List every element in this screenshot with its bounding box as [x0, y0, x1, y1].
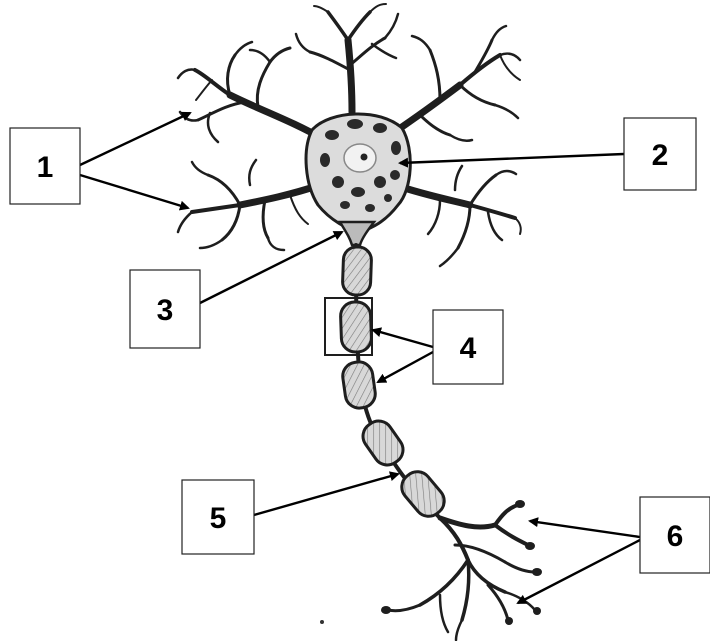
label-3: 3 [157, 294, 174, 327]
label-2: 2 [652, 139, 669, 172]
myelin-segment [340, 301, 372, 352]
myelin-segment [358, 416, 409, 471]
cell-body [306, 114, 410, 232]
arrow-2 [400, 154, 624, 163]
arrow-4a [373, 330, 433, 347]
label-6: 6 [667, 520, 684, 553]
myelin-segment [341, 360, 377, 410]
arrow-1a [80, 113, 190, 165]
nucleolus [361, 154, 368, 161]
label-box-2: 2 [624, 118, 696, 190]
label-4: 4 [460, 332, 477, 365]
label-box-6: 6 [640, 497, 710, 573]
label-box-5: 5 [182, 480, 254, 554]
nucleus [344, 144, 376, 172]
label-box-4: 4 [433, 310, 503, 384]
label-box-3: 3 [130, 270, 200, 348]
arrow-1b [80, 175, 188, 208]
label-5: 5 [210, 502, 227, 535]
myelin-segment [342, 247, 372, 296]
label-box-1: 1 [10, 128, 80, 204]
axon-terminals [388, 505, 535, 640]
arrow-4b [378, 352, 433, 382]
label-1: 1 [37, 151, 54, 184]
arrow-5 [254, 474, 398, 515]
axon-hillock [340, 222, 374, 245]
synaptic-knobs [381, 500, 542, 625]
arrow-6a [530, 521, 640, 537]
